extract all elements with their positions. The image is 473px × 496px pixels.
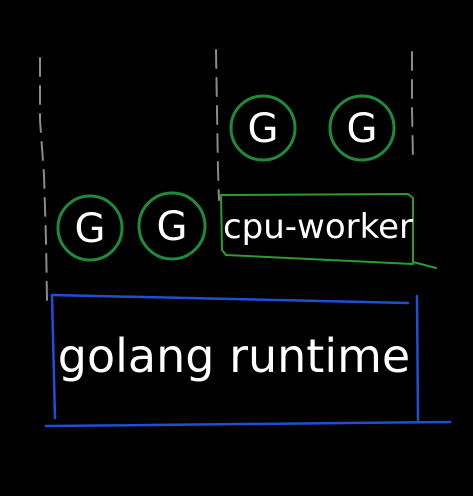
divider-middle	[215, 49, 220, 201]
runtime-border	[44, 293, 452, 428]
runtime-label: golang runtime	[58, 329, 410, 383]
goroutine-label: G	[248, 106, 279, 152]
goroutine-circle	[137, 191, 207, 261]
goroutine-circle	[328, 94, 396, 162]
goroutine-label: G	[347, 106, 378, 152]
cpu-worker-box: cpu-worker	[220, 193, 437, 269]
cpu-worker-label: cpu-worker	[223, 207, 413, 247]
cpu-worker-border	[220, 193, 437, 269]
goroutine-circle	[56, 194, 124, 262]
goroutine-top-1: G	[229, 94, 297, 162]
goroutine-label: G	[157, 204, 188, 250]
goroutine-bottom-1: G	[56, 194, 124, 262]
goroutine-bottom-2: G	[137, 191, 207, 261]
divider-right	[411, 51, 414, 161]
goroutine-top-2: G	[328, 94, 396, 162]
runtime-box: golang runtime	[44, 293, 452, 428]
divider-left	[39, 57, 48, 301]
goroutine-label: G	[75, 206, 106, 252]
dividers	[39, 49, 414, 301]
goroutine-circle	[229, 94, 297, 162]
